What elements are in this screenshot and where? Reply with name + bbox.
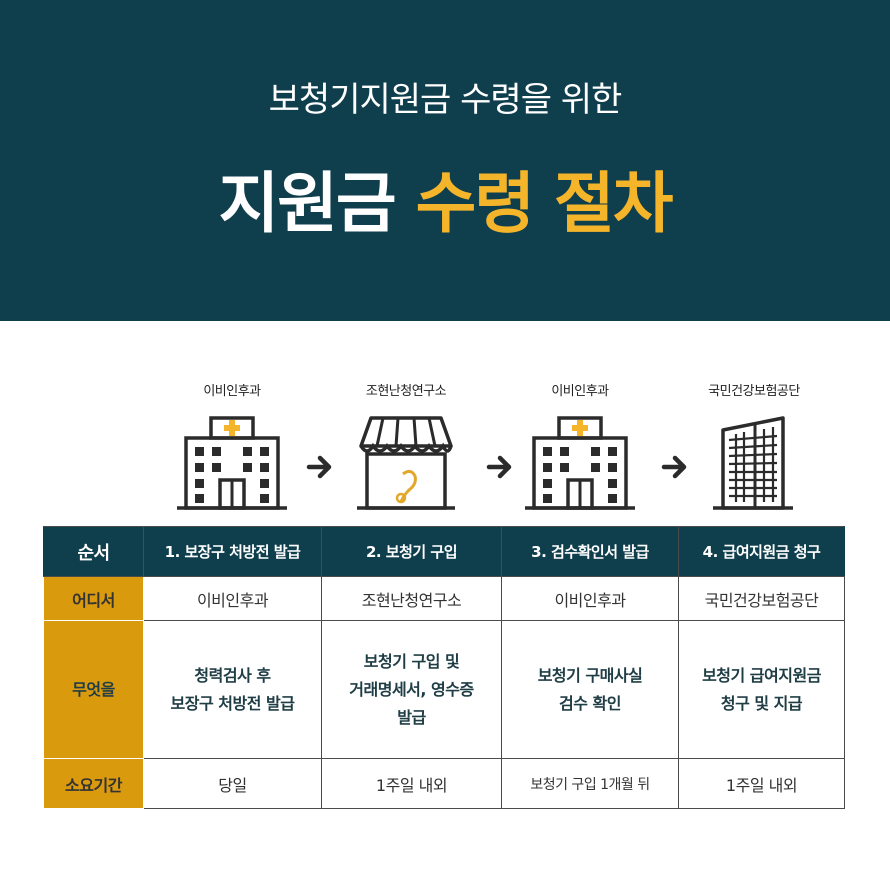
table-cell: 보청기 구입 1개월 뒤 [501, 758, 679, 809]
step-place-label: 국민건강보험공단 [708, 384, 800, 399]
cell-line: 검수 확인 [559, 693, 621, 713]
cell-line: 거래명세서, 영수증 [349, 679, 474, 699]
row-header-where: 어디서 [43, 576, 144, 621]
title-accent: 수령 절차 [415, 165, 674, 242]
cell-line: 발급 [397, 707, 426, 727]
hospital-icon [177, 416, 287, 510]
cell-line: 보청기 급여지원금 [702, 665, 821, 685]
table-row-duration: 소요기간 당일 1주일 내외 보청기 구입 1개월 뒤 1주일 내외 [43, 758, 845, 809]
process-steps: 이비인후과 조현난청연구소 [143, 380, 844, 520]
table-row-where: 어디서 이비인후과 조현난청연구소 이비인후과 국민건강보험공단 [43, 576, 845, 621]
table-row-what: 무엇을 청력검사 후 보장구 처방전 발급 보청기 구입 및 거래명세서, 영수… [43, 620, 845, 759]
arrow-right-icon [486, 455, 512, 479]
office-building-icon [713, 416, 793, 510]
table-cell: 조현난청연구소 [321, 576, 502, 621]
table-cell: 청력검사 후 보장구 처방전 발급 [143, 620, 322, 759]
table-header-row: 순서 1. 보장구 처방전 발급 2. 보청기 구입 3. 검수확인서 발급 4… [43, 526, 845, 577]
row-header-what: 무엇을 [43, 620, 144, 759]
procedure-table: 순서 1. 보장구 처방전 발급 2. 보청기 구입 3. 검수확인서 발급 4… [43, 526, 845, 809]
hearing-aid-store-icon [357, 416, 455, 510]
title-main: 지원금 [218, 165, 396, 242]
table-cell: 이비인후과 [143, 576, 322, 621]
table-cell: 1주일 내외 [321, 758, 502, 809]
step-2: 조현난청연구소 [317, 380, 495, 520]
step-3: 이비인후과 [491, 380, 669, 520]
page-subtitle: 보청기지원금 수령을 위한 [268, 80, 623, 120]
step-place-label: 이비인후과 [551, 384, 609, 399]
table-cell: 이비인후과 [501, 576, 679, 621]
table-cell: 국민건강보험공단 [678, 576, 845, 621]
step-place-label: 조현난청연구소 [365, 384, 447, 399]
arrow-right-icon [306, 455, 332, 479]
cell-line: 청구 및 지급 [720, 693, 803, 713]
page-title: 지원금 수령 절차 [0, 150, 890, 246]
step-1: 이비인후과 [143, 380, 321, 520]
arrow-right-icon [661, 455, 687, 479]
step-place-label: 이비인후과 [203, 384, 261, 399]
table-cell: 1주일 내외 [678, 758, 845, 809]
order-header: 순서 [43, 526, 144, 577]
table-cell: 보청기 구매사실 검수 확인 [501, 620, 679, 759]
cell-line: 청력검사 후 [194, 665, 271, 685]
step-4: 국민건강보험공단 [665, 380, 843, 520]
table-cell: 보청기 구입 및 거래명세서, 영수증 발급 [321, 620, 502, 759]
column-header-step-1: 1. 보장구 처방전 발급 [143, 526, 322, 577]
row-header-duration: 소요기간 [43, 758, 144, 809]
cell-line: 보청기 구입 및 [363, 651, 460, 671]
cell-line: 보청기 구매사실 [537, 665, 643, 685]
cell-line: 보장구 처방전 발급 [170, 693, 295, 713]
column-header-step-3: 3. 검수확인서 발급 [501, 526, 679, 577]
hospital-icon [525, 416, 635, 510]
table-cell: 보청기 급여지원금 청구 및 지급 [678, 620, 845, 759]
table-cell: 당일 [143, 758, 322, 809]
column-header-step-4: 4. 급여지원금 청구 [678, 526, 845, 577]
header-banner: 보청기지원금 수령을 위한 지원금 수령 절차 [0, 0, 890, 321]
column-header-step-2: 2. 보청기 구입 [321, 526, 502, 577]
